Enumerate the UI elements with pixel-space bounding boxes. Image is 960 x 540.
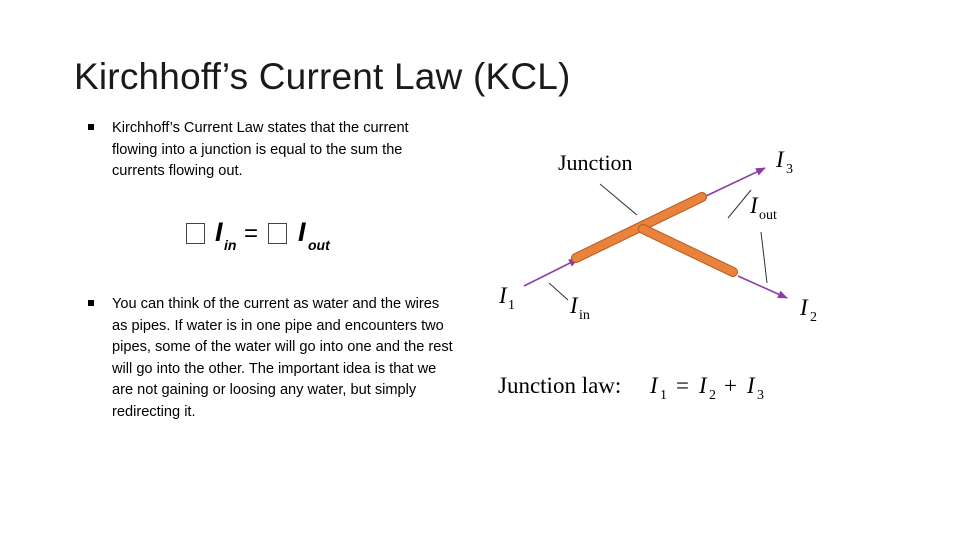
formula-rhs-symbol: I [298,217,306,247]
iin-label: I [569,293,579,318]
law-plus: + [724,373,737,398]
junction-label: Junction [558,150,633,175]
bullet-text: Kirchhoff’s Current Law states that the … [112,120,409,179]
law-i1-subscript: 1 [660,388,667,403]
bullet-text: You can think of the current as water an… [112,296,453,420]
law-equals: = [676,373,689,398]
junction-law-label: Junction law: [498,373,621,398]
formula-rhs-subscript: out [308,237,330,253]
formula-equals: = [244,220,259,247]
formula-lhs-subscript: in [224,237,237,253]
junction-pointer-line [599,183,638,216]
law-i3: I [746,373,756,398]
iout-subscript: out [759,208,777,223]
i3-label: I [775,147,785,172]
iout-pointer-line [760,231,768,284]
current-i3-arrow [705,167,766,197]
current-i2-arrow [737,275,788,299]
bullet-item-kcl-definition: Kirchhoff’s Current Law states that the … [88,118,453,183]
iin-pointer-line [548,282,569,301]
law-i3-subscript: 3 [757,388,764,403]
law-i2: I [698,373,708,398]
missing-symbol-box-icon [186,223,205,244]
missing-symbol-box-icon [268,223,287,244]
wire-branch [639,225,737,276]
i3-subscript: 3 [786,162,793,177]
slide-title: Kirchhoff’s Current Law (KCL) [74,56,571,97]
current-in-arrow [523,258,579,287]
i1-subscript: 1 [508,298,515,313]
formula-lhs-symbol: I [215,217,223,247]
iout-label: I [749,193,759,218]
law-i2-subscript: 2 [709,388,716,403]
i2-subscript: 2 [810,310,817,325]
iout-pointer-line [727,189,752,219]
i2-label: I [799,295,809,320]
i1-label: I [498,283,508,308]
law-i1: I [649,373,659,398]
bullet-square-icon [88,124,94,130]
bullet-square-icon [88,300,94,306]
iin-subscript: in [579,308,590,323]
bullet-item-water-analogy: You can think of the current as water an… [88,294,453,423]
